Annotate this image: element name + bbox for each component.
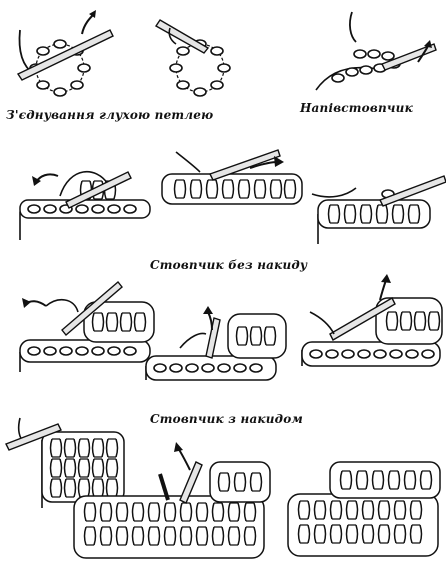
double-crochet-fabric-3 <box>288 462 440 556</box>
double-crochet-illustration-2 <box>146 306 286 380</box>
double-crochet-fabric-1 <box>6 418 124 508</box>
ring-illustration-2 <box>156 20 230 96</box>
caption-slip-stitch-ring: З'єднування глухою петлею <box>6 108 213 122</box>
caption-double-crochet: Стовпчик з накидом <box>150 412 303 426</box>
caption-single-crochet: Стовпчик без накиду <box>150 258 307 272</box>
ring-illustration-1 <box>18 10 113 96</box>
double-crochet-illustration-3 <box>302 274 442 366</box>
half-stitch-illustration <box>316 12 436 90</box>
single-crochet-illustration-2 <box>162 150 302 204</box>
double-crochet-illustration-1 <box>20 282 154 372</box>
single-crochet-illustration-1 <box>20 172 150 240</box>
caption-half-stitch: Напівстовпчик <box>300 101 413 115</box>
single-crochet-illustration-3 <box>312 176 446 244</box>
